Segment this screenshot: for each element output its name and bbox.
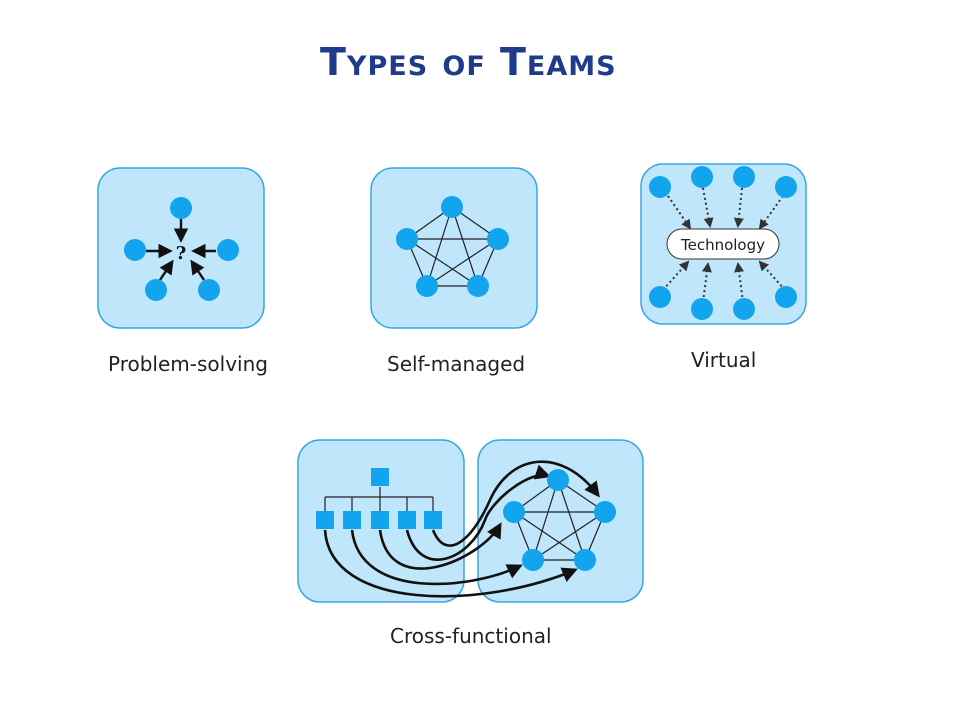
team-member-node <box>441 196 463 218</box>
team-member-node <box>775 286 797 308</box>
self-managed-panel <box>370 167 538 329</box>
department-node <box>424 511 442 529</box>
team-member-node <box>217 239 239 261</box>
self-managed-diagram <box>370 167 538 329</box>
team-member-node <box>649 286 671 308</box>
team-member-node <box>733 298 755 320</box>
team-member-node <box>124 239 146 261</box>
team-member-node <box>522 549 544 571</box>
team-member-node <box>145 279 167 301</box>
technology-hub <box>666 228 780 260</box>
team-member-node <box>775 176 797 198</box>
team-member-node <box>594 501 616 523</box>
problem-solving-panel <box>97 167 265 329</box>
department-node <box>316 511 334 529</box>
team-member-node <box>487 228 509 250</box>
department-node <box>398 511 416 529</box>
team-member-node <box>198 279 220 301</box>
self-managed-label: Self-managed <box>387 352 526 376</box>
problem-solving-diagram: ? <box>97 167 265 329</box>
team-member-node <box>547 469 569 491</box>
virtual-diagram: Technology <box>640 163 807 325</box>
team-member-node <box>396 228 418 250</box>
virtual-label: Virtual <box>691 348 757 372</box>
team-member-node <box>503 501 525 523</box>
department-node <box>371 511 389 529</box>
team-member-node <box>691 298 713 320</box>
manager-node <box>371 468 389 486</box>
team-member-node <box>733 166 755 188</box>
cross-functional-diagram <box>297 439 644 603</box>
department-node <box>343 511 361 529</box>
problem-solving-label: Problem-solving <box>108 352 268 376</box>
team-member-node <box>574 549 596 571</box>
page-title: Types of Teams <box>320 40 617 84</box>
team-member-node <box>467 275 489 297</box>
team-member-node <box>170 197 192 219</box>
team-member-node <box>416 275 438 297</box>
team-member-node <box>649 176 671 198</box>
team-member-node <box>691 166 713 188</box>
problem-symbol: ? <box>176 243 187 264</box>
cross-functional-label: Cross-functional <box>390 624 552 648</box>
technology-label: Technology <box>680 236 765 254</box>
